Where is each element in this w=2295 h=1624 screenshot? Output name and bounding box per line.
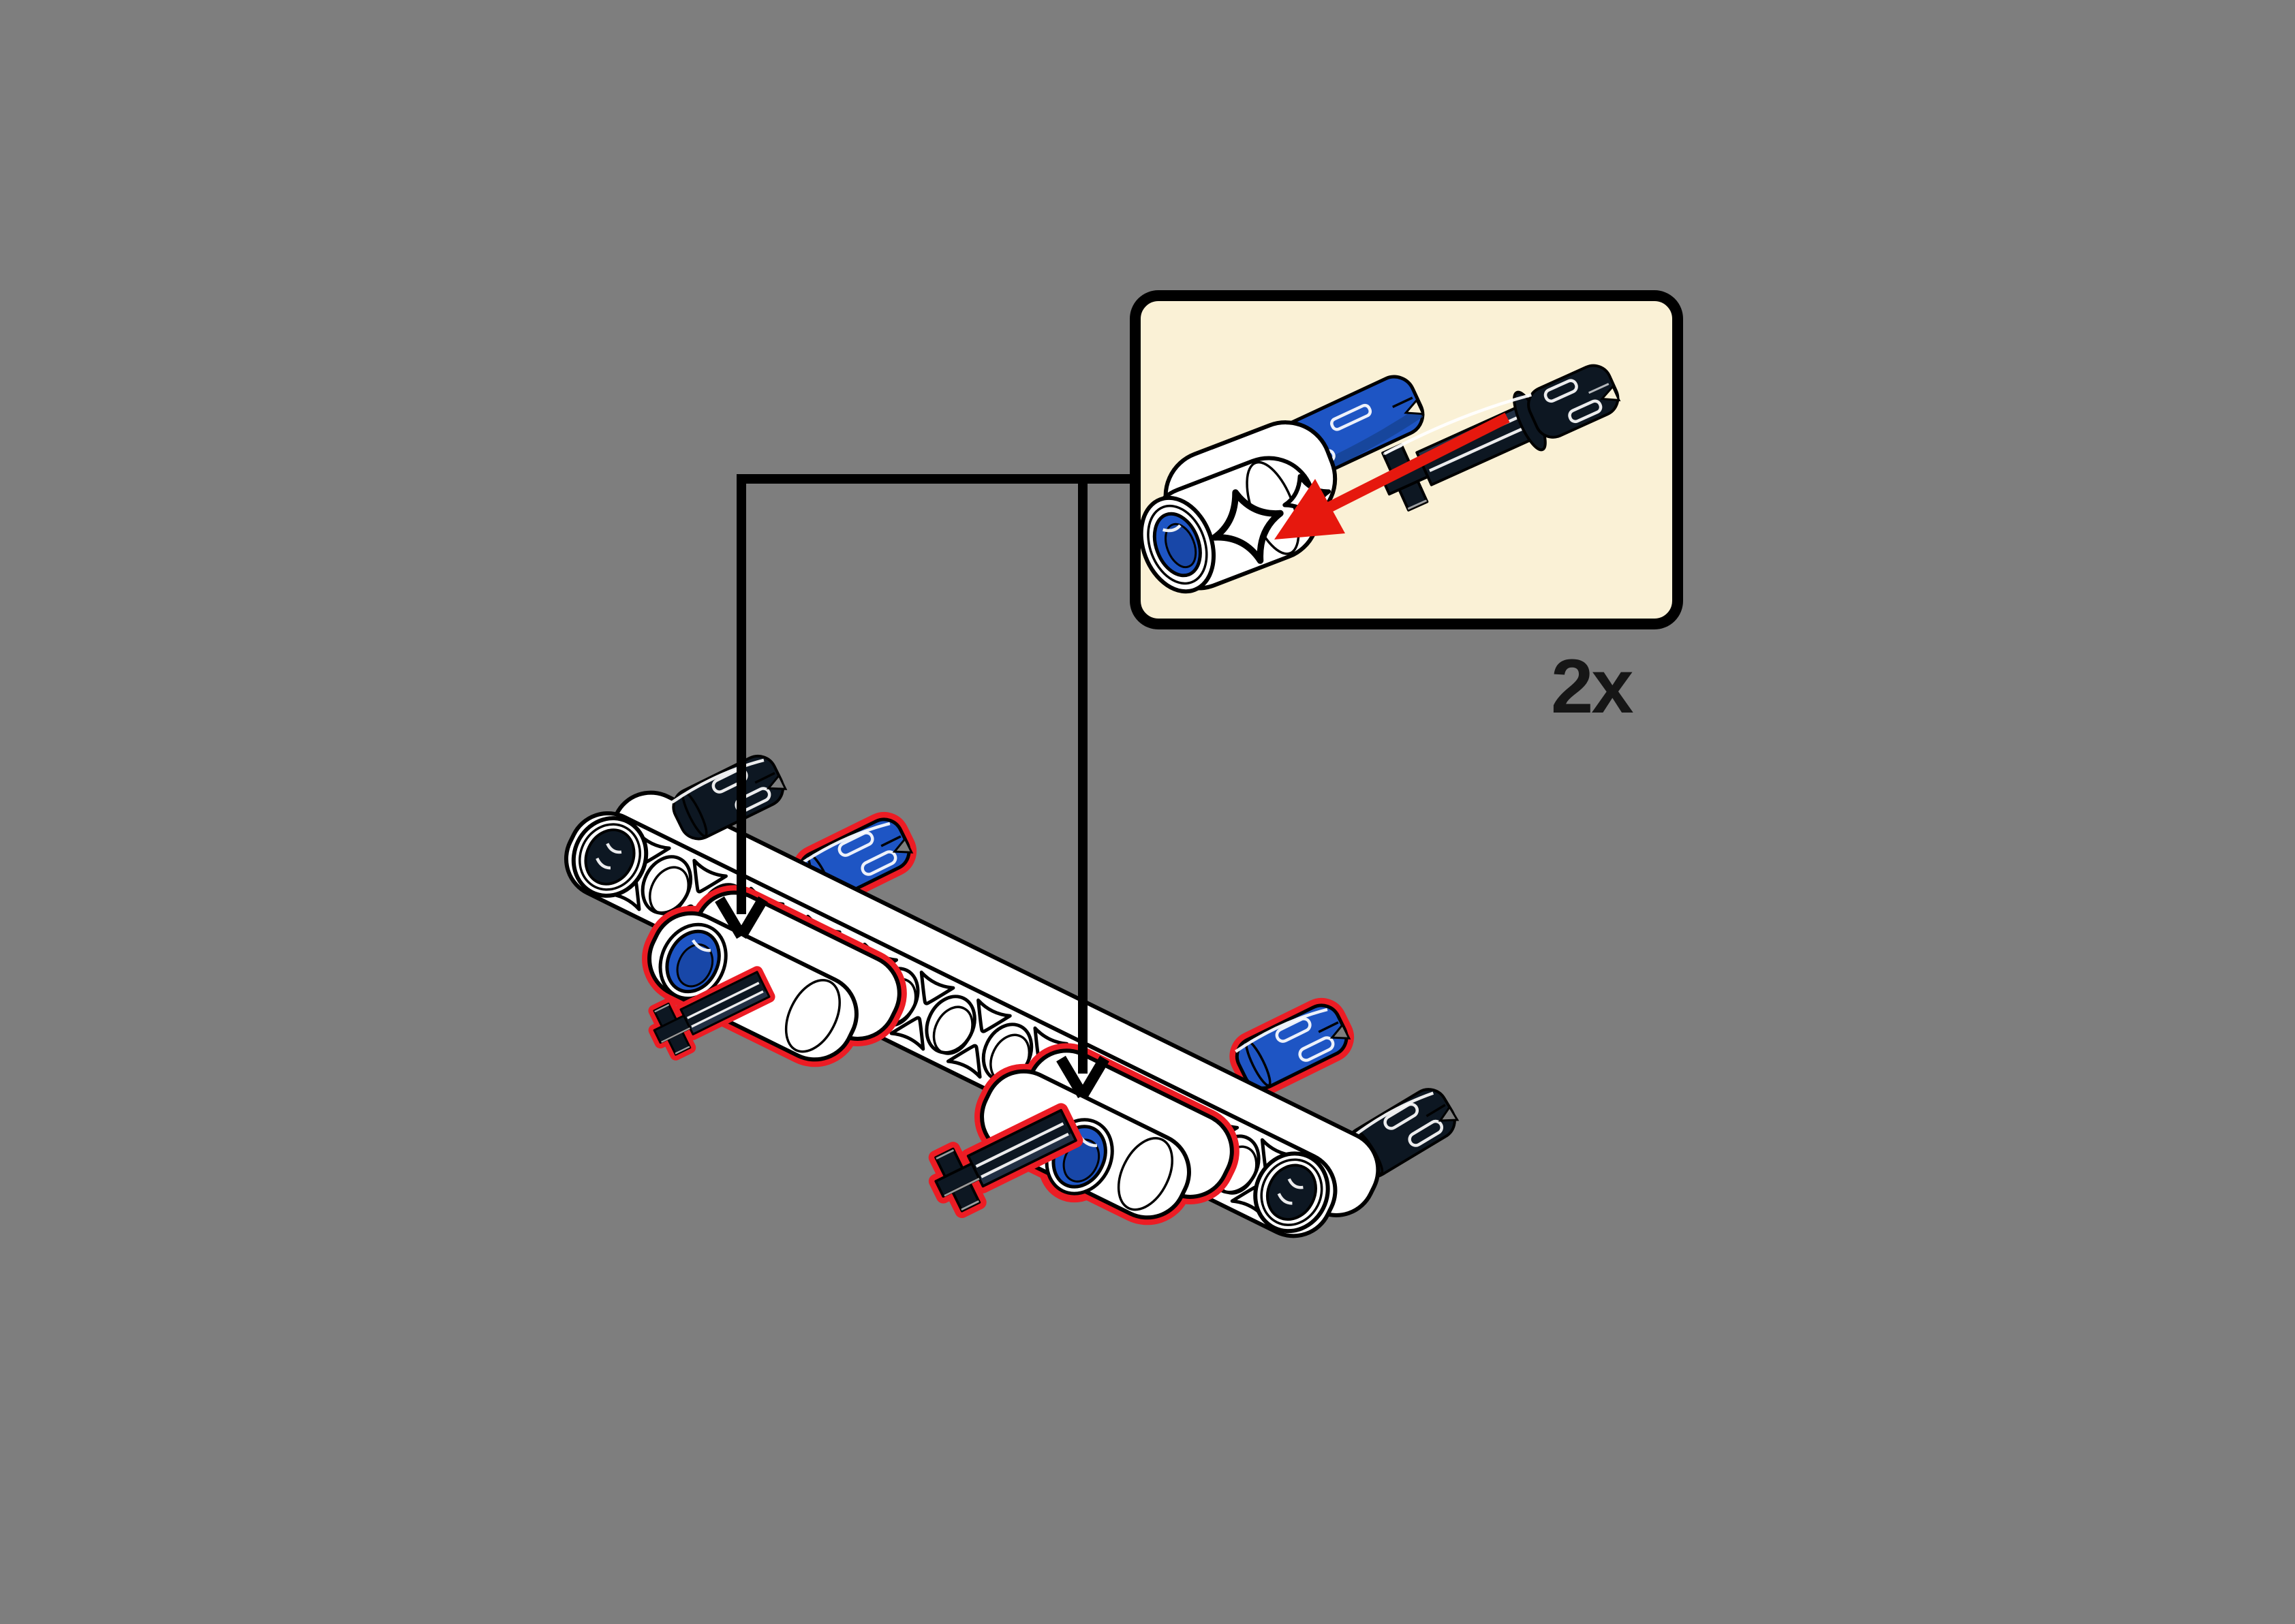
guide-lines — [715, 474, 1141, 1099]
guide-arrowhead-1-icon — [715, 896, 768, 939]
guide-arrowhead-2-icon — [1056, 1055, 1109, 1099]
callout-insert-arrow-icon — [1274, 412, 1510, 540]
quantity-label: 2x — [1551, 644, 1633, 729]
connector-blue-pin-end — [658, 922, 728, 1001]
callout-pin-hole — [1139, 495, 1216, 594]
callout-panel — [1130, 290, 1683, 629]
